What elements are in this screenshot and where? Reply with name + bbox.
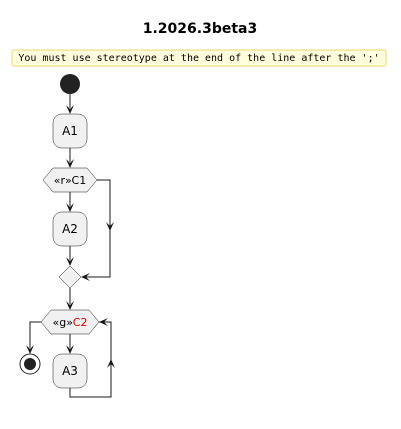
activity-a2: A2 [52, 211, 88, 247]
decision-c2-stereotype: «g» [53, 316, 73, 329]
warning-banner: You must use stereotype at the end of th… [11, 49, 387, 67]
arrow-head [66, 159, 74, 168]
arrow-head [99, 318, 108, 326]
flow-c2-exit [29, 321, 41, 348]
activity-a1: A1 [52, 113, 88, 149]
activity-a3: A3 [52, 353, 88, 389]
decision-c1-shape [42, 167, 98, 193]
arrow-head [66, 345, 74, 354]
arrow-head [107, 359, 115, 368]
flow-a3-loop [69, 321, 112, 398]
arrow-head [66, 105, 74, 114]
warning-text: You must use stereotype at the end of th… [18, 53, 379, 64]
activity-a1-label: A1 [62, 124, 78, 138]
arrow-head [66, 301, 74, 310]
arrow-head [106, 222, 114, 231]
decision-c2: «g»C2 [40, 309, 100, 335]
decision-c1-text: C1 [72, 174, 87, 187]
decision-c2-text: C2 [73, 316, 88, 329]
decision-c1: «r»C1 [42, 167, 98, 193]
arrow-head [66, 203, 74, 212]
activity-a3-label: A3 [62, 364, 78, 378]
merge-node [58, 265, 82, 289]
arrow-head [81, 273, 90, 281]
arrow-head [66, 257, 74, 266]
flow-c1-else [86, 179, 111, 278]
decision-c1-label: «r»C1 [54, 174, 86, 187]
stop-node-inner [24, 358, 36, 370]
decision-c2-label: «g»C2 [53, 316, 88, 329]
diagram-title: 1.2026.3beta3 [143, 21, 257, 37]
decision-c1-stereotype: «r» [54, 174, 72, 187]
stop-node [19, 353, 41, 375]
activity-a2-label: A2 [62, 222, 78, 236]
warning-banner-box [11, 49, 387, 67]
start-node [60, 74, 80, 94]
arrow-head [26, 345, 34, 354]
